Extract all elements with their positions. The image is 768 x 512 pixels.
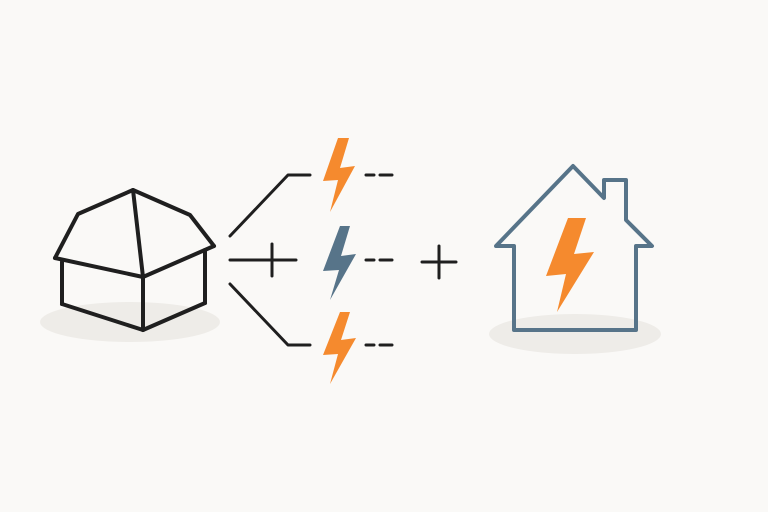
box-house-icon [53, 188, 216, 332]
lightning-bolt-bottom [323, 312, 356, 384]
house-outline [494, 164, 654, 332]
branch-bottom [228, 282, 312, 347]
plus-icon [420, 244, 458, 280]
lightning-bolt-middle [323, 226, 356, 300]
bolt-dashes [364, 173, 394, 347]
right-house-shadow [489, 314, 661, 354]
house-lightning-bolt [546, 218, 594, 312]
branching-connector-icon [228, 173, 312, 347]
branch-top [228, 173, 312, 238]
lightning-bolt-top [323, 138, 355, 212]
house-with-lightning-icon [494, 164, 654, 332]
